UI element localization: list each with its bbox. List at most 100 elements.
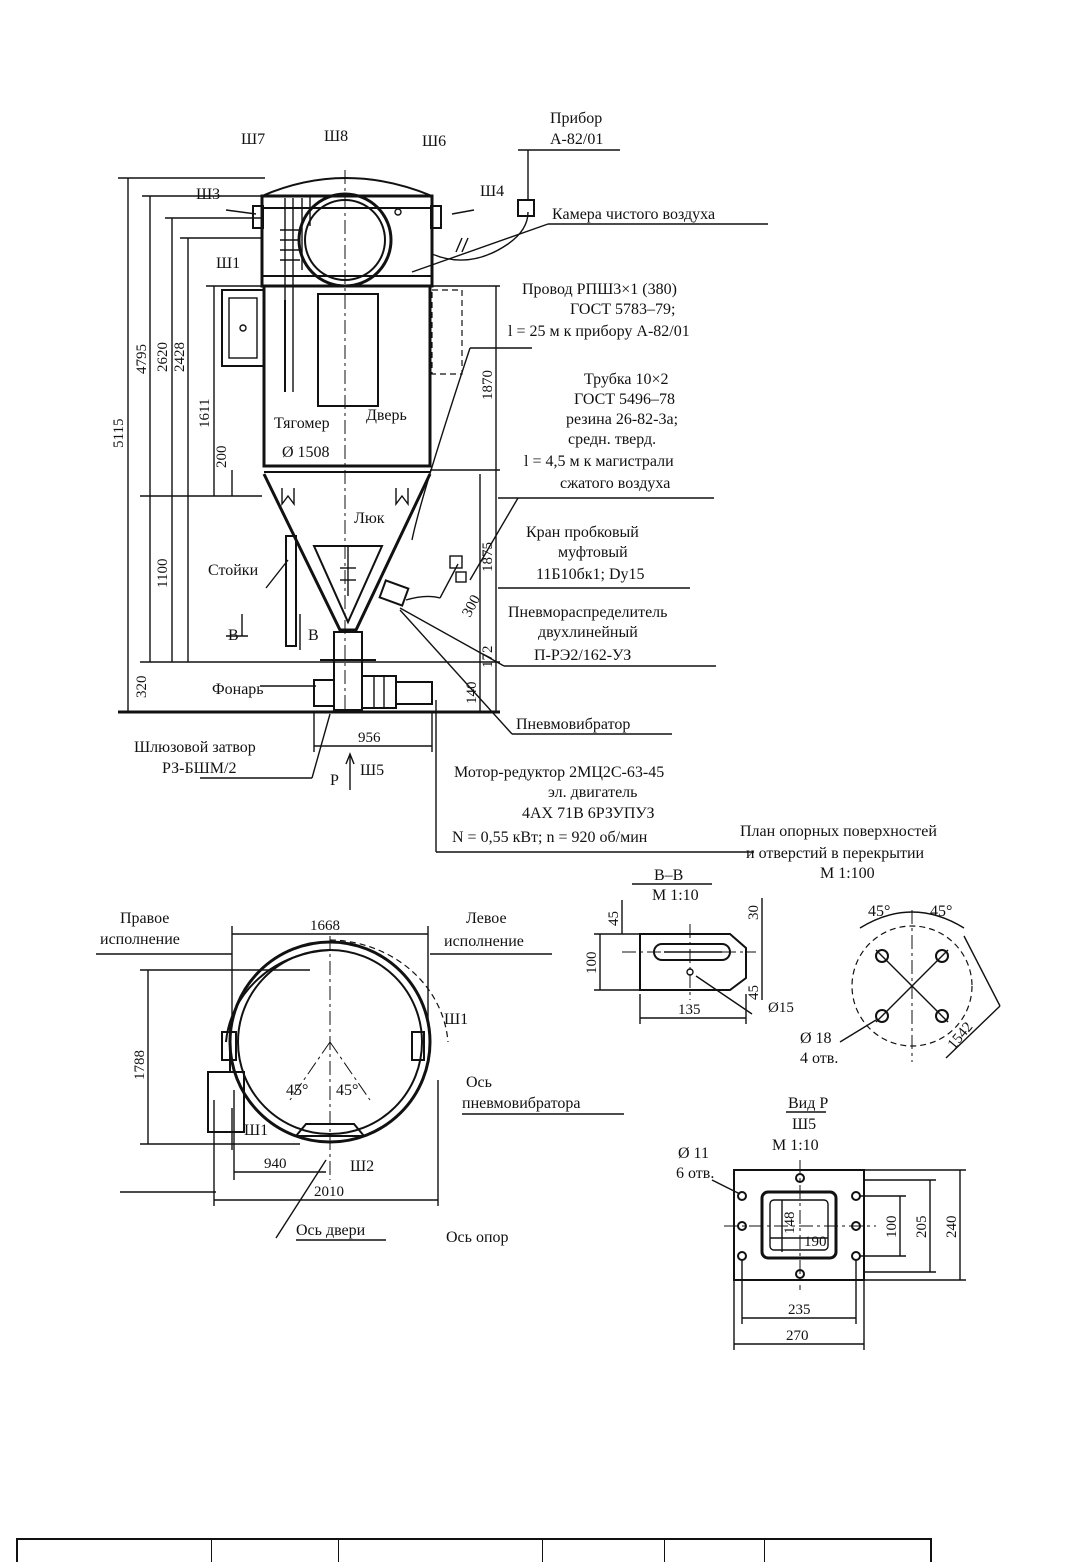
dim-140: 140 bbox=[464, 682, 480, 705]
label-sh1-top: Ш1 bbox=[216, 255, 240, 272]
dim-45-b: 45 bbox=[746, 985, 762, 1000]
dim-1611: 1611 bbox=[197, 399, 213, 428]
label-d11-2: 6 отв. bbox=[676, 1165, 714, 1182]
dim-1100: 1100 bbox=[155, 559, 171, 588]
label-d18-2: 4 отв. bbox=[800, 1050, 838, 1067]
dim-45-v: 45 bbox=[606, 911, 622, 926]
dim-1870: 1870 bbox=[480, 370, 496, 400]
label-plan-2: и отверстий в перекрытии bbox=[746, 845, 925, 862]
label-d18-1: Ø 18 bbox=[800, 1030, 832, 1047]
main-view-dimensions: 5115 4795 2620 2428 1611 200 1100 320 18… bbox=[111, 342, 496, 746]
label-pribor-2: А-82/01 bbox=[550, 131, 603, 148]
label-pribor-1: Прибор bbox=[550, 110, 602, 127]
dim-d15: Ø15 bbox=[768, 1000, 794, 1016]
label-bb-2: М 1:10 bbox=[652, 887, 699, 904]
label-diam1508: Ø 1508 bbox=[282, 444, 330, 461]
label-os-opor: Ось опор bbox=[446, 1229, 509, 1246]
title-block-cell bbox=[18, 1540, 212, 1562]
label-kamera: Камера чистого воздуха bbox=[552, 206, 715, 223]
label-os-dveri: Ось двери bbox=[296, 1222, 366, 1239]
label-pnevmorasp-1: Пневмораспределитель bbox=[508, 604, 667, 621]
label-b-left: В bbox=[228, 627, 239, 644]
label-provod-2: ГОСТ 5783–79; bbox=[570, 301, 676, 318]
title-block-cell bbox=[665, 1540, 765, 1562]
label-shlyuz-1: Шлюзовой затвор bbox=[134, 739, 256, 756]
dim-190: 190 bbox=[804, 1234, 827, 1250]
dim-2428: 2428 bbox=[172, 342, 188, 372]
label-sh1-b: Ш1 bbox=[244, 1122, 268, 1139]
dim-200: 200 bbox=[214, 446, 230, 469]
label-ang45a: 45° bbox=[286, 1082, 308, 1099]
label-sh8: Ш8 bbox=[324, 128, 348, 145]
label-plan-1: План опорных поверхностей bbox=[740, 823, 937, 840]
dim-270: 270 bbox=[786, 1328, 809, 1344]
label-pnevmovib: Пневмовибратор bbox=[516, 716, 630, 733]
label-motor-4: N = 0,55 кВт; n = 920 об/мин bbox=[452, 829, 648, 846]
label-sh7: Ш7 bbox=[241, 131, 265, 148]
label-d11-1: Ø 11 bbox=[678, 1145, 709, 1162]
label-sh3: Ш3 bbox=[196, 186, 220, 203]
label-ang45c: 45° bbox=[868, 903, 890, 920]
label-provod-3: l = 25 м к прибору А-82/01 bbox=[508, 323, 690, 340]
dim-5115: 5115 bbox=[111, 419, 127, 448]
label-pravoe-1: Правое bbox=[120, 910, 169, 927]
view-p-labels: Вид Р Ш5 М 1:10 Ø 11 6 отв. 148 190 100 … bbox=[676, 1095, 960, 1344]
label-pravoe-2: исполнение bbox=[100, 931, 180, 948]
label-fonar: Фонарь bbox=[212, 681, 264, 698]
label-trubka-6: сжатого воздуха bbox=[560, 475, 670, 492]
label-motor-3: 4АХ 71В 6РЗУПУЗ bbox=[522, 805, 655, 822]
section-bb-labels: В–В М 1:10 45 100 135 30 45 Ø15 bbox=[584, 867, 794, 1018]
label-vid-3: М 1:10 bbox=[772, 1137, 819, 1154]
dim-1668: 1668 bbox=[310, 918, 340, 934]
label-sh5: Ш5 bbox=[360, 762, 384, 779]
main-view-labels: Ш7 Ш8 Ш6 Ш3 Ш4 Ш1 Прибор А-82/01 Камера … bbox=[134, 110, 715, 846]
dim-240: 240 bbox=[944, 1216, 960, 1239]
label-tyagomer: Тягомер bbox=[274, 415, 330, 432]
label-p-arrow: Р bbox=[330, 772, 339, 789]
label-trubka-4: средн. тверд. bbox=[568, 431, 656, 448]
dim-4795: 4795 bbox=[134, 344, 150, 374]
label-trubka-3: резина 26-82-3а; bbox=[566, 411, 678, 428]
label-levoe-2: исполнение bbox=[444, 933, 524, 950]
label-provod-1: Провод РПШ3×1 (380) bbox=[522, 281, 677, 298]
label-kran-3: 11Б10бк1; Dy15 bbox=[536, 566, 645, 583]
label-sh6: Ш6 bbox=[422, 133, 446, 150]
dim-235: 235 bbox=[788, 1302, 811, 1318]
label-vid-1: Вид Р bbox=[788, 1095, 828, 1112]
label-lyuk: Люк bbox=[354, 510, 385, 527]
dim-2620: 2620 bbox=[155, 342, 171, 372]
view-p bbox=[711, 1111, 966, 1350]
dim-100-v: 100 bbox=[584, 952, 600, 975]
label-shlyuz-2: РЗ-БШМ/2 bbox=[162, 760, 236, 777]
label-sh2: Ш2 bbox=[350, 1158, 374, 1175]
title-block-cell bbox=[212, 1540, 339, 1562]
dim-148: 148 bbox=[782, 1212, 798, 1235]
dim-172: 172 bbox=[480, 646, 496, 669]
label-pnevmorasp-2: двухлинейный bbox=[538, 624, 638, 641]
supports-plan-labels: План опорных поверхностей и отверстий в … bbox=[740, 823, 976, 1067]
title-block-cell bbox=[543, 1540, 665, 1562]
label-b-right: В bbox=[308, 627, 319, 644]
label-vid-2: Ш5 bbox=[792, 1116, 816, 1133]
dim-205: 205 bbox=[914, 1216, 930, 1239]
dim-1788: 1788 bbox=[132, 1050, 148, 1080]
main-elevation-view bbox=[118, 149, 768, 853]
label-levoe-1: Левое bbox=[466, 910, 507, 927]
label-sh1-a: Ш1 bbox=[444, 1011, 468, 1028]
section-bb bbox=[594, 883, 763, 1024]
label-trubka-5: l = 4,5 м к магистрали bbox=[524, 453, 674, 470]
dim-956: 956 bbox=[358, 730, 381, 746]
title-block-cell bbox=[339, 1540, 543, 1562]
plan-view-labels: Правое исполнение Левое исполнение Ш1 Ш1… bbox=[100, 910, 580, 1246]
label-pnevmorasp-3: П-РЭ2/162-УЗ bbox=[534, 647, 631, 664]
label-motor-2: эл. двигатель bbox=[548, 784, 637, 801]
label-plan-3: М 1:100 bbox=[820, 865, 875, 882]
title-block bbox=[16, 1538, 932, 1562]
label-trubka-2: ГОСТ 5496–78 bbox=[574, 391, 675, 408]
dim-320: 320 bbox=[134, 676, 150, 699]
label-os-pnev-2: пневмовибратора bbox=[462, 1095, 580, 1112]
label-kran-2: муфтовый bbox=[558, 544, 628, 561]
dim-100-r: 100 bbox=[884, 1216, 900, 1239]
label-ang45b: 45° bbox=[336, 1082, 358, 1099]
label-kran-1: Кран пробковый bbox=[526, 524, 639, 541]
